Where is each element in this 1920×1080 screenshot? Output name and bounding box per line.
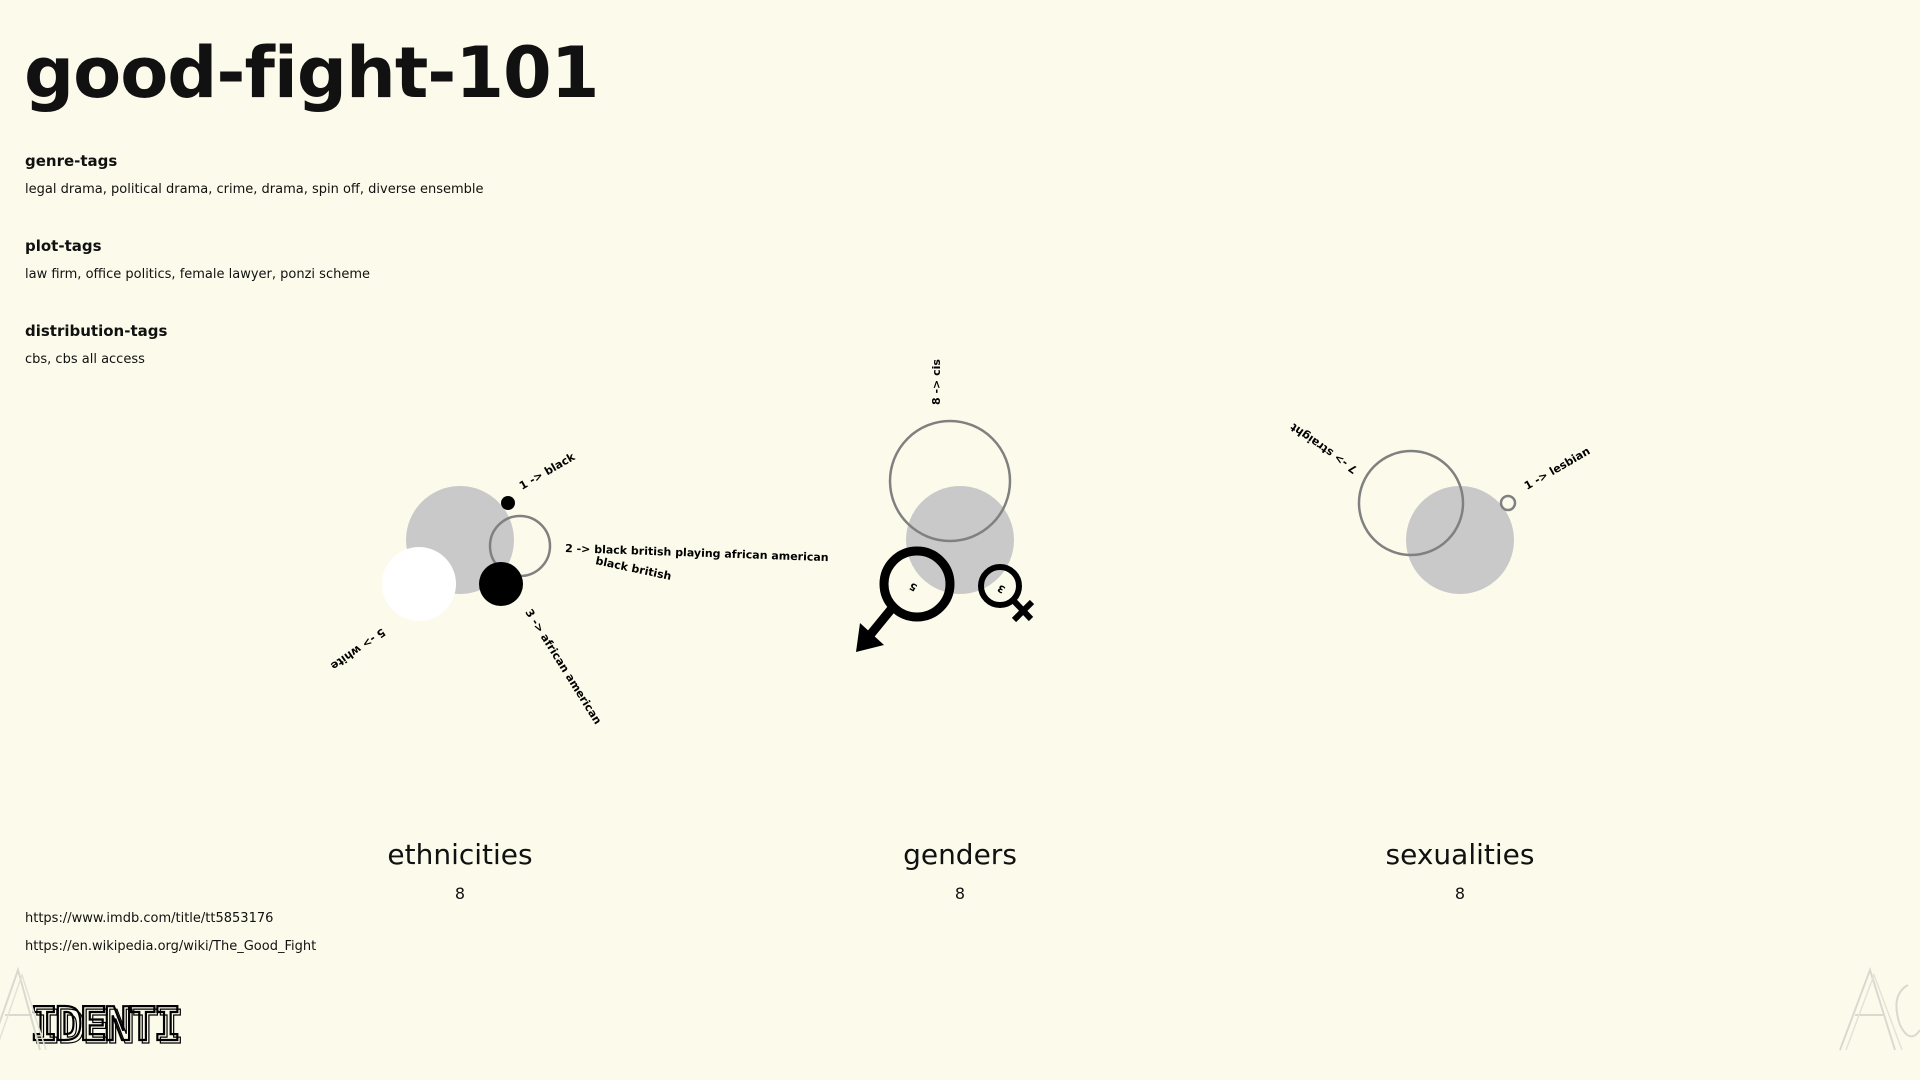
external-links: https://www.imdb.com/title/tt5853176 htt… bbox=[25, 905, 316, 961]
svg-text:IDENTI: IDENTI bbox=[30, 997, 178, 1051]
sexualities-diagram: 7 -> straight 1 -> lesbian bbox=[1288, 421, 1592, 594]
genre-tags-text: legal drama, political drama, crime, dra… bbox=[25, 182, 484, 197]
african-american-annotation: 3 -> african american bbox=[522, 607, 604, 727]
genre-tags-section: genre-tags legal drama, political drama,… bbox=[25, 152, 484, 197]
black-british-annotation: black british bbox=[594, 554, 672, 583]
cis-annotation: 8 -> cis bbox=[930, 359, 943, 405]
plot-tags-heading: plot-tags bbox=[25, 237, 102, 255]
ethnicities-diagram: 1 -> black 2 -> black british playing af… bbox=[328, 450, 829, 727]
male-count: 5 bbox=[908, 580, 920, 593]
corner-mark-left-icon bbox=[0, 966, 47, 1051]
cis-circle bbox=[888, 419, 1012, 543]
genders-count: 8 bbox=[954, 884, 966, 903]
white-circle bbox=[382, 547, 456, 621]
genders-label: genders bbox=[903, 838, 1017, 871]
female-count: 3 bbox=[996, 582, 1008, 595]
lesbian-circle bbox=[1499, 494, 1517, 512]
page-title: good-fight-101 bbox=[24, 32, 599, 114]
white-annotation: 5 -> white bbox=[328, 626, 388, 673]
distribution-tags-heading: distribution-tags bbox=[25, 322, 168, 340]
african-american-circle bbox=[479, 562, 523, 606]
imdb-link[interactable]: https://www.imdb.com/title/tt5853176 bbox=[25, 911, 274, 926]
lesbian-annotation: 1 -> lesbian bbox=[1522, 444, 1592, 492]
wikipedia-link[interactable]: https://en.wikipedia.org/wiki/The_Good_F… bbox=[25, 939, 317, 954]
sexualities-label: sexualities bbox=[1385, 838, 1535, 871]
sexualities-total-circle bbox=[1406, 486, 1514, 594]
svg-text:IDENTI: IDENTI bbox=[33, 1000, 181, 1054]
distribution-tags-text: cbs, cbs all access bbox=[25, 352, 145, 367]
ethnicities-count: 8 bbox=[454, 884, 466, 903]
sexualities-count: 8 bbox=[1454, 884, 1466, 903]
corner-mark-right-icon bbox=[1839, 966, 1920, 1051]
identi-logo: IDENTI IDENTI bbox=[29, 996, 185, 1055]
genders-diagram: 8 -> cis 5 3 bbox=[856, 359, 1035, 652]
plot-tags-section: plot-tags law firm, office politics, fem… bbox=[25, 237, 370, 282]
straight-annotation: 7 -> straight bbox=[1288, 421, 1360, 477]
distribution-tags-section: distribution-tags cbs, cbs all access bbox=[25, 322, 167, 367]
female-symbol-icon: 3 bbox=[978, 564, 1035, 623]
ethnicities-label: ethnicities bbox=[387, 838, 533, 871]
black-circle bbox=[501, 496, 515, 510]
male-symbol-icon: 5 bbox=[856, 546, 955, 652]
genre-tags-heading: genre-tags bbox=[25, 152, 118, 170]
plot-tags-text: law firm, office politics, female lawyer… bbox=[25, 267, 370, 282]
straight-circle bbox=[1357, 449, 1465, 557]
black-annotation: 1 -> black bbox=[517, 450, 578, 493]
